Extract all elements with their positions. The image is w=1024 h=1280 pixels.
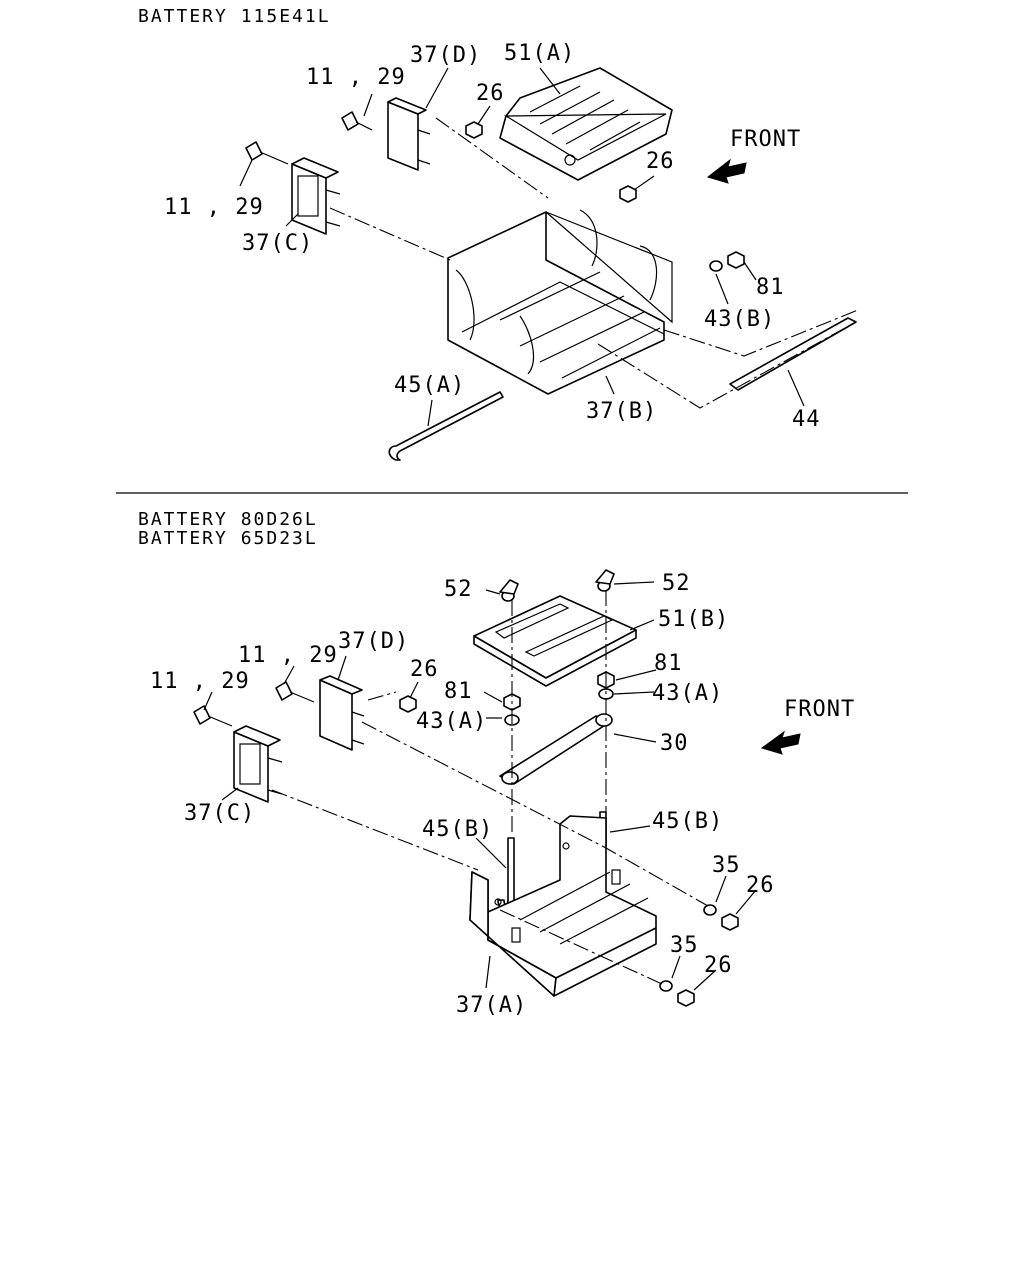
- callout-45b: 45(B): [652, 809, 723, 834]
- callout-26: 26: [410, 657, 439, 682]
- front-arrow-icon: [760, 730, 801, 755]
- clamp-bar-30: [499, 713, 613, 785]
- hook-bolt-45a: [388, 391, 504, 461]
- section-battery-80d26l-65d23l: BATTERY 80D26L BATTERY 65D23L FRONT: [138, 509, 855, 1018]
- front-label: FRONT: [730, 127, 801, 152]
- callout-81: 81: [654, 651, 683, 676]
- nut-icon: [465, 121, 483, 139]
- callout-26: 26: [704, 953, 733, 978]
- washer-icon: [659, 980, 673, 992]
- callout-35: 35: [670, 933, 699, 958]
- callout-45a: 45(A): [394, 373, 465, 398]
- callout-11-29: 11 , 29: [164, 195, 264, 220]
- callout-43a: 43(A): [416, 709, 487, 734]
- washer-icon: [703, 904, 717, 916]
- bolt-icon: [341, 111, 373, 131]
- bracket-37c: [233, 725, 283, 803]
- nut-icon: [727, 251, 745, 269]
- callout-26: 26: [476, 81, 505, 106]
- callout-37b: 37(B): [586, 399, 657, 424]
- callout-52: 52: [662, 571, 691, 596]
- battery-cover-51b: [473, 595, 637, 687]
- nut-icon: [399, 695, 417, 713]
- section-battery-115e41l: BATTERY 115E41L FRONT: [138, 6, 859, 461]
- callout-30: 30: [660, 731, 689, 756]
- callout-81: 81: [756, 275, 785, 300]
- callout-43a: 43(A): [652, 681, 723, 706]
- washer-icon: [709, 260, 723, 272]
- section-header: BATTERY 65D23L: [138, 528, 318, 549]
- callout-43b: 43(B): [704, 307, 775, 332]
- nut-icon: [619, 185, 637, 203]
- nut-icon: [677, 989, 695, 1007]
- callout-37c: 37(C): [242, 231, 313, 256]
- callout-52: 52: [444, 577, 473, 602]
- battery-tray-37a: [469, 815, 657, 997]
- section-header: BATTERY 115E41L: [138, 6, 331, 27]
- callout-81: 81: [444, 679, 473, 704]
- section-header: BATTERY 80D26L: [138, 509, 318, 530]
- callout-26: 26: [746, 873, 775, 898]
- callout-35: 35: [712, 853, 741, 878]
- bracket-37c: [291, 157, 341, 235]
- front-arrow-icon: [706, 158, 747, 184]
- nut-icon: [721, 913, 739, 931]
- callout-26: 26: [646, 149, 675, 174]
- wing-nut-icon: [595, 569, 615, 592]
- callout-51a: 51(A): [504, 41, 575, 66]
- callout-37d: 37(D): [338, 629, 409, 654]
- callout-37d: 37(D): [410, 43, 481, 68]
- wing-nut-icon: [499, 579, 519, 602]
- callout-45b: 45(B): [422, 817, 493, 842]
- bracket-37d: [387, 97, 431, 171]
- callout-11-29: 11 , 29: [150, 669, 250, 694]
- callout-37a: 37(A): [456, 993, 527, 1018]
- bolt-icon: [193, 705, 233, 727]
- bolt-icon: [275, 681, 315, 703]
- bolt-icon: [245, 141, 289, 165]
- callout-11-29: 11 , 29: [238, 643, 338, 668]
- battery-tray-37b: [447, 209, 673, 395]
- front-label: FRONT: [784, 697, 855, 722]
- callout-37c: 37(C): [184, 801, 255, 826]
- callout-11-29: 11 , 29: [306, 65, 406, 90]
- bracket-37d: [319, 675, 365, 751]
- battery-cover-51a: [499, 67, 673, 181]
- callout-44: 44: [792, 407, 821, 432]
- callout-51b: 51(B): [658, 607, 729, 632]
